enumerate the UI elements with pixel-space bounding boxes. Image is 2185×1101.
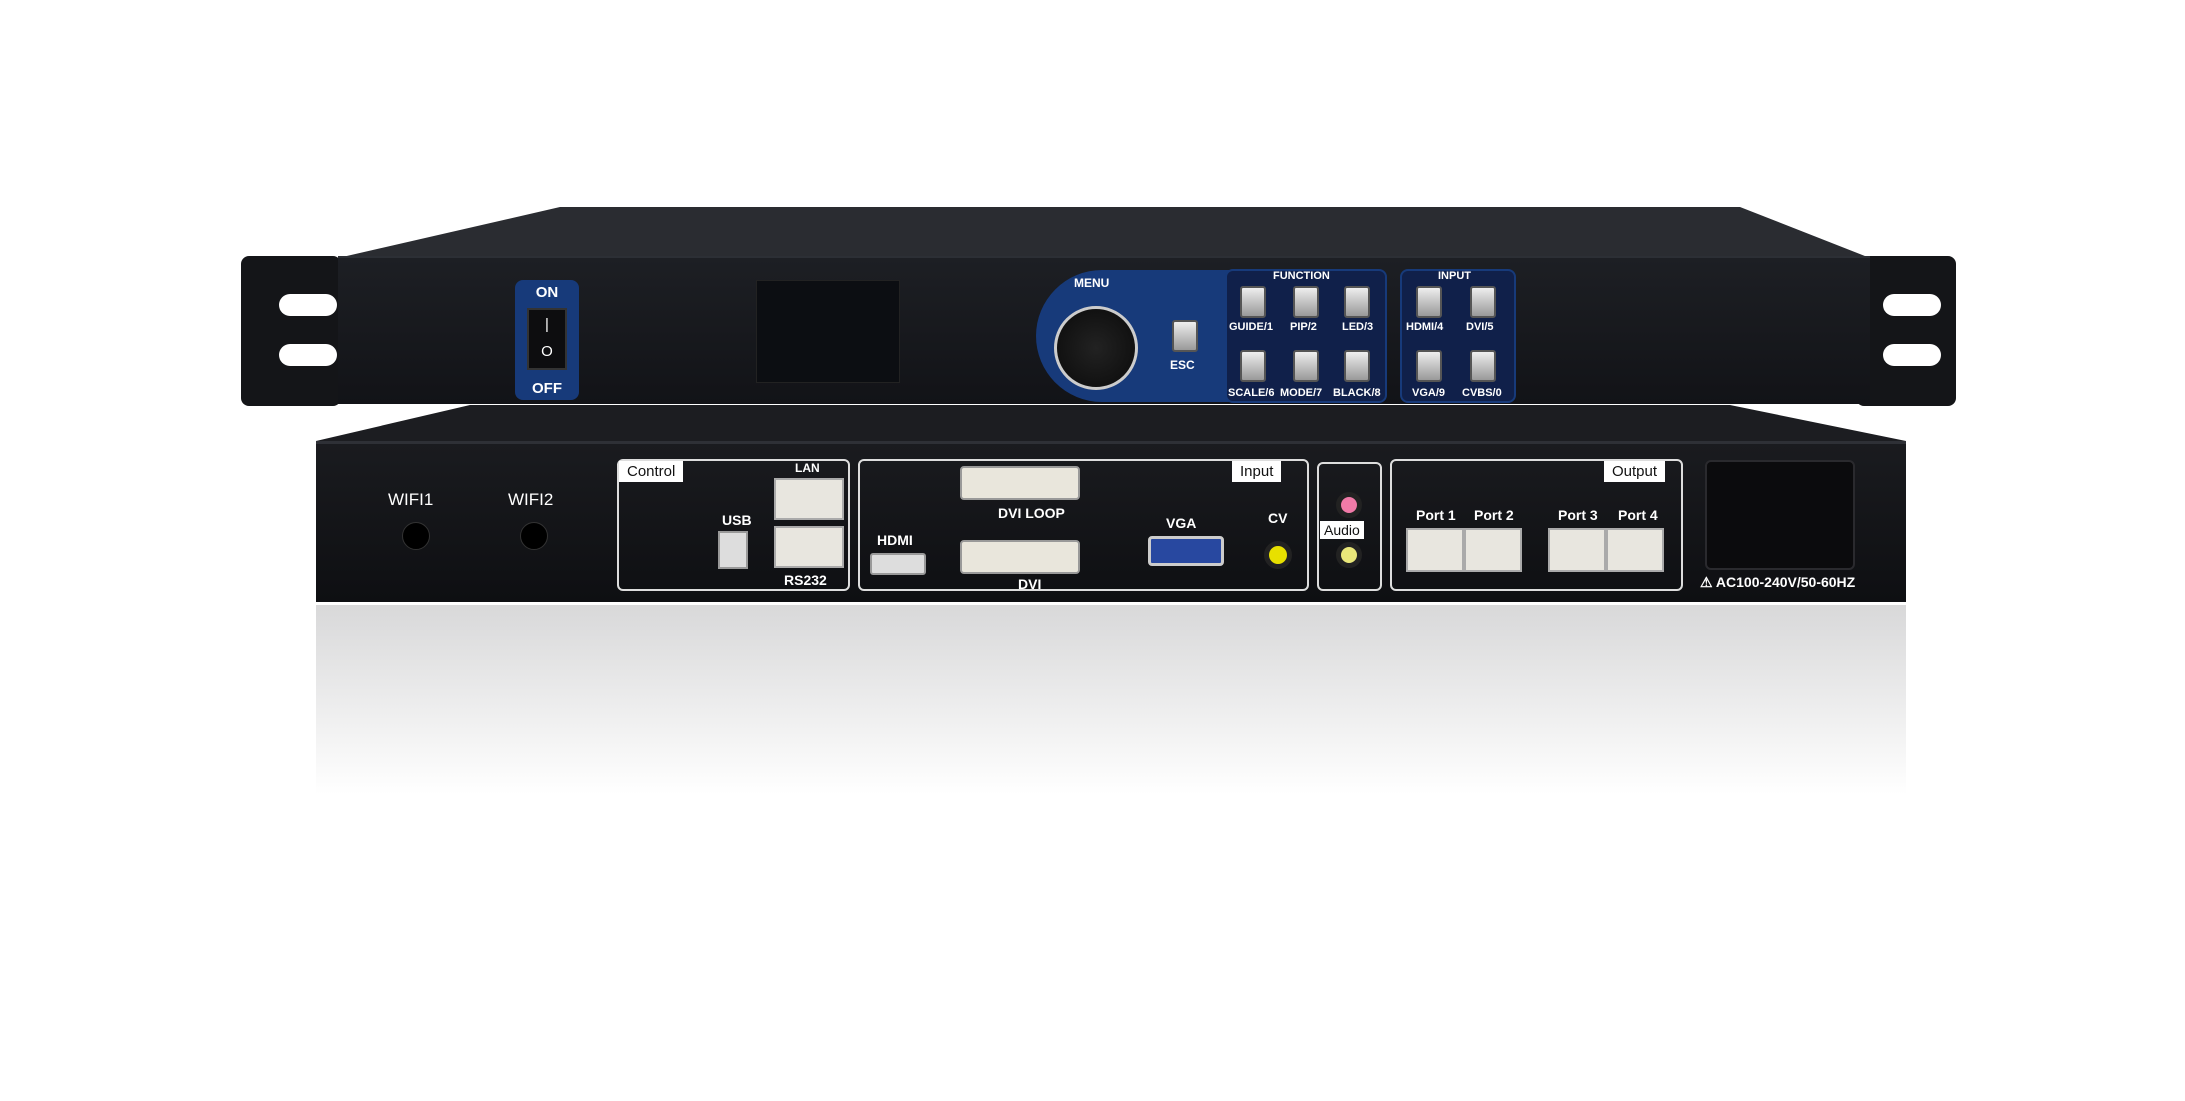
hdmi-port-label: HDMI — [877, 532, 913, 548]
left-rack-ear — [241, 256, 341, 406]
port3-label: Port 3 — [1558, 507, 1598, 523]
control-title: Control — [619, 461, 684, 482]
output-port-2 — [1464, 528, 1522, 572]
cv-label: CV — [1268, 510, 1288, 526]
vga-button[interactable] — [1416, 350, 1442, 382]
output-title: Output — [1604, 461, 1666, 482]
scale-button[interactable] — [1240, 350, 1266, 382]
wifi1-label: WIFI1 — [388, 490, 434, 509]
dvi-label: DVI — [1018, 576, 1042, 592]
output-section — [1390, 459, 1683, 591]
lan-label: LAN — [795, 461, 820, 475]
wifi2-antenna-port — [520, 522, 548, 550]
control-section — [617, 459, 850, 591]
scale-label: SCALE/6 — [1228, 387, 1275, 399]
rs232-port — [774, 526, 844, 568]
port2-label: Port 2 — [1474, 507, 1514, 523]
reflection — [316, 605, 1906, 795]
cv-port — [1264, 541, 1292, 569]
usb-port — [718, 531, 748, 569]
menu-knob[interactable] — [1054, 306, 1138, 390]
vga-port-label: VGA — [1166, 515, 1197, 531]
led-label: LED/3 — [1342, 321, 1374, 333]
wifi2-label: WIFI2 — [508, 490, 554, 509]
power-off-label: OFF — [532, 380, 562, 397]
lcd-display — [756, 280, 900, 383]
output-port-3 — [1548, 528, 1606, 572]
hdmi-label: HDMI/4 — [1406, 321, 1444, 333]
pip-button[interactable] — [1293, 286, 1319, 318]
port1-label: Port 1 — [1416, 507, 1456, 523]
dvi-loop-port — [960, 466, 1080, 500]
led-button[interactable] — [1344, 286, 1370, 318]
audio-label: Audio — [1320, 521, 1364, 539]
input-section — [858, 459, 1309, 591]
menu-label: MENU — [1074, 276, 1110, 290]
dvi-port — [960, 540, 1080, 574]
input-title: INPUT — [1438, 270, 1471, 282]
right-rack-ear — [1856, 256, 1956, 406]
wifi1-antenna-port — [402, 522, 430, 550]
audio-out-port — [1336, 542, 1362, 568]
vga-label: VGA/9 — [1412, 387, 1446, 399]
audio-section — [1317, 462, 1382, 591]
mode-label: MODE/7 — [1280, 387, 1323, 399]
port4-label: Port 4 — [1618, 507, 1658, 523]
on-symbol: | — [545, 316, 549, 333]
input-title: Input — [1232, 461, 1282, 482]
power-inlet — [1705, 460, 1855, 570]
lan-port — [774, 478, 844, 520]
rs232-label: RS232 — [784, 572, 827, 588]
cvbs-label: CVBS/0 — [1462, 387, 1502, 399]
vga-port — [1148, 536, 1224, 566]
mode-button[interactable] — [1293, 350, 1319, 382]
output-port-1 — [1406, 528, 1464, 572]
cvbs-button[interactable] — [1470, 350, 1496, 382]
guide-label: GUIDE/1 — [1229, 321, 1274, 333]
dvi-loop-label: DVI LOOP — [998, 505, 1065, 521]
hdmi-button[interactable] — [1416, 286, 1442, 318]
dvi-button[interactable] — [1470, 286, 1496, 318]
power-rating-text: AC100-240V/50-60HZ — [1715, 574, 1856, 590]
pip-label: PIP/2 — [1290, 321, 1317, 333]
dvi-label: DVI/5 — [1466, 321, 1494, 333]
black-button[interactable] — [1344, 350, 1370, 382]
esc-button[interactable] — [1172, 320, 1198, 352]
off-symbol: O — [541, 343, 553, 360]
power-rating-label: ⚠ AC100-240V/50-60HZ — [1700, 574, 1856, 590]
power-on-label: ON — [535, 284, 559, 301]
output-port-4 — [1606, 528, 1664, 572]
guide-button[interactable] — [1240, 286, 1266, 318]
hdmi-port — [870, 553, 926, 575]
esc-label: ESC — [1170, 358, 1195, 372]
function-title: FUNCTION — [1273, 270, 1330, 282]
black-label: BLACK/8 — [1333, 387, 1381, 399]
usb-label: USB — [722, 512, 752, 528]
audio-in-port — [1336, 492, 1362, 518]
power-switch[interactable]: ON | O OFF — [515, 280, 579, 400]
